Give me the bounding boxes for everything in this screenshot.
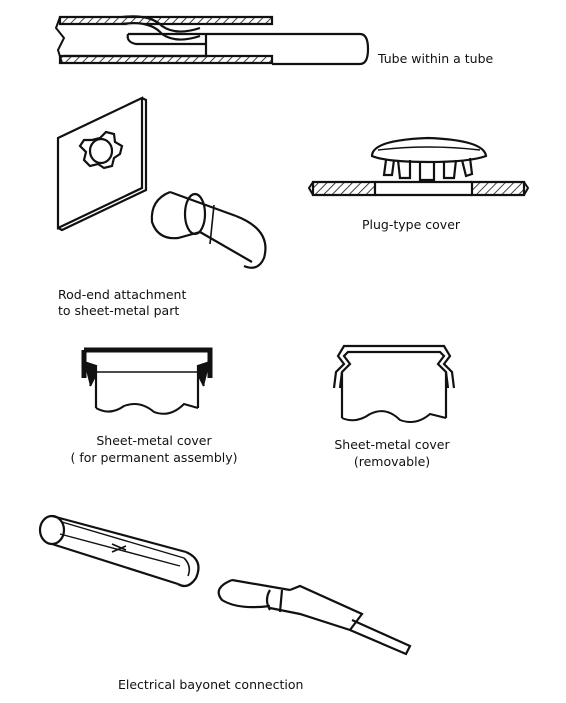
sheet-metal-cover-removable-figure	[334, 346, 454, 422]
caption-rod-end-line2: to sheet-metal part	[58, 303, 180, 318]
caption-tube-within-tube: Tube within a tube	[378, 51, 494, 66]
caption-removable-line2: (removable)	[353, 454, 431, 469]
caption-permanent-line1: Sheet-metal cover	[96, 433, 212, 448]
plug-type-cover-figure	[309, 138, 528, 195]
electrical-bayonet-figure	[40, 516, 410, 654]
caption-electrical-bayonet: Electrical bayonet connection	[118, 677, 304, 692]
caption-plug-type-cover: Plug-type cover	[362, 217, 461, 232]
rod-end-attachment-figure	[58, 98, 265, 268]
caption-permanent-line2: ( for permanent assembly)	[70, 450, 238, 465]
caption-removable-line1: Sheet-metal cover	[334, 437, 450, 452]
tube-within-tube-figure	[56, 16, 368, 64]
caption-rod-end-line1: Rod-end attachment	[58, 287, 187, 302]
sheet-metal-cover-permanent-figure	[84, 350, 210, 414]
